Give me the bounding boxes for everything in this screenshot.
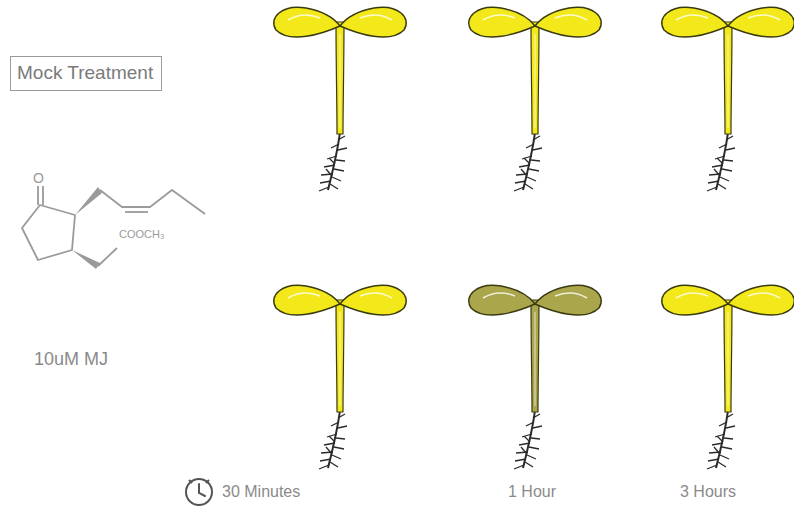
- label-box: Mock Treatment: [10, 56, 162, 91]
- formula-label: COOCH₃: [119, 228, 164, 240]
- seedling: [662, 7, 794, 191]
- time-label: 30 Minutes: [222, 483, 300, 501]
- seedling: [469, 7, 602, 191]
- wedge-bond: [72, 250, 100, 269]
- atom-label: O: [33, 170, 44, 186]
- seedling-green: [469, 285, 602, 469]
- box-text: Mock Treatment: [17, 62, 155, 84]
- chemical-structure: [22, 186, 205, 266]
- seedling: [274, 285, 407, 469]
- seedling: [274, 7, 407, 191]
- clock-icon: [186, 479, 212, 505]
- seedling: [662, 285, 794, 469]
- time-label: 1 Hour: [508, 483, 556, 501]
- treatment-label: 10uM MJ: [34, 349, 108, 370]
- time-label: 3 Hours: [680, 483, 736, 501]
- wedge-bond: [75, 187, 102, 215]
